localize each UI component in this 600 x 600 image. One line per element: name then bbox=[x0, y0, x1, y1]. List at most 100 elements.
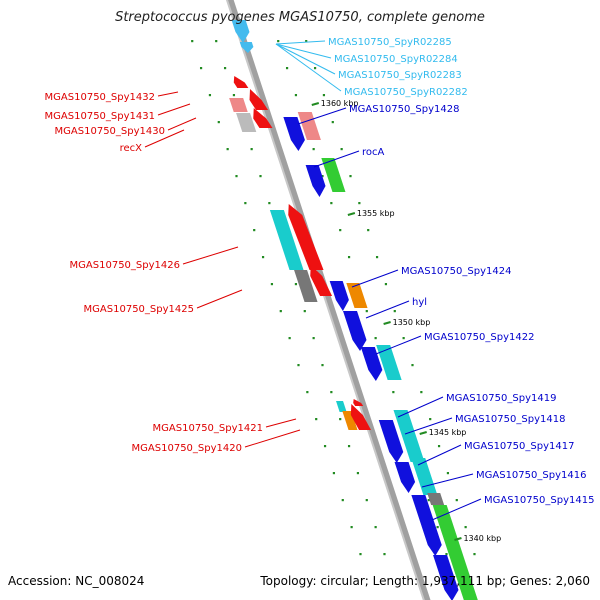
gene-spy1428 bbox=[283, 117, 305, 151]
label-rna-1: MGAS10750_SpyR02284 bbox=[334, 54, 458, 65]
label-reverse-3-leader bbox=[144, 129, 185, 148]
track-dots-right-outer bbox=[473, 553, 476, 556]
label-forward-0-leader bbox=[297, 107, 347, 125]
track-dots-right-outer bbox=[349, 175, 352, 178]
track-dots-right-inner bbox=[445, 553, 448, 556]
scale-tick bbox=[383, 321, 391, 325]
label-reverse-5-leader bbox=[196, 289, 243, 309]
label-forward-3: hyl bbox=[412, 297, 427, 308]
gene-spy1426 bbox=[269, 210, 304, 270]
track-dots-left-outer bbox=[253, 229, 256, 232]
track-dots-left-inner bbox=[374, 526, 377, 529]
gene-spy1425 bbox=[294, 270, 318, 302]
gene-spy1416 bbox=[411, 495, 442, 556]
label-rna-3: MGAS10750_SpyR02282 bbox=[344, 87, 468, 98]
track-dots-right-inner bbox=[294, 94, 298, 97]
track-dots-right-inner bbox=[330, 202, 333, 205]
track-dots-left-inner bbox=[259, 175, 262, 178]
label-reverse-3: recX bbox=[120, 143, 143, 154]
gene-spy1428-b bbox=[297, 112, 321, 140]
gene-spy1419 bbox=[378, 420, 404, 463]
track-dots-left-inner bbox=[312, 337, 315, 340]
track-dots-left-outer bbox=[306, 391, 309, 394]
track-dots-right-outer bbox=[384, 283, 388, 286]
label-forward-8: MGAS10750_Spy1416 bbox=[476, 470, 586, 481]
label-rna-2-leader bbox=[275, 43, 336, 75]
gene-spy1426-b bbox=[288, 204, 324, 270]
gene-spy1417-b bbox=[411, 458, 438, 495]
label-forward-6-leader bbox=[404, 417, 453, 435]
label-forward-1-leader bbox=[313, 150, 360, 168]
track-dots-left-outer bbox=[226, 148, 229, 151]
track-dots-right-inner bbox=[339, 229, 342, 232]
label-reverse-1-leader bbox=[157, 103, 191, 116]
gene-spy1418 bbox=[393, 410, 425, 462]
gene-recx-pair bbox=[253, 108, 273, 128]
label-reverse-2-leader bbox=[167, 117, 197, 131]
track-dots-left-outer bbox=[270, 283, 274, 286]
label-forward-9: MGAS10750_Spy1415 bbox=[484, 495, 594, 506]
track-dots-right-outer bbox=[305, 40, 308, 43]
label-forward-7-leader bbox=[417, 444, 462, 466]
label-forward-4: MGAS10750_Spy1422 bbox=[424, 332, 534, 343]
gene-spy1422-b bbox=[376, 345, 402, 380]
label-forward-9-leader bbox=[431, 498, 482, 521]
gene-recx bbox=[236, 113, 257, 132]
track-dots-left-outer bbox=[341, 499, 344, 502]
scale-label: 1350 kbp bbox=[393, 318, 431, 327]
label-forward-0: MGAS10750_Spy1428 bbox=[349, 104, 459, 115]
track-dots-right-inner bbox=[392, 391, 395, 394]
track-dots-left-inner bbox=[321, 364, 324, 367]
label-reverse-4: MGAS10750_Spy1426 bbox=[70, 260, 180, 271]
track-dots-left-outer bbox=[235, 175, 238, 178]
label-forward-4-leader bbox=[375, 335, 422, 355]
label-reverse-0: MGAS10750_Spy1432 bbox=[45, 92, 155, 103]
track-dots-left-inner bbox=[223, 67, 227, 70]
track-dots-right-outer bbox=[437, 445, 441, 448]
genome-backbone bbox=[226, 0, 431, 600]
track-dots-right-inner bbox=[347, 256, 351, 259]
track-dots-left-inner bbox=[356, 472, 360, 475]
gene-spy1424-b bbox=[346, 283, 368, 308]
label-reverse-7: MGAS10750_Spy1420 bbox=[132, 443, 242, 454]
label-forward-5: MGAS10750_Spy1419 bbox=[446, 393, 556, 404]
label-rna-2: MGAS10750_SpyR02283 bbox=[338, 70, 462, 81]
label-reverse-6-leader bbox=[265, 418, 297, 428]
label-rna-0-leader bbox=[275, 40, 326, 45]
label-forward-3-leader bbox=[365, 300, 410, 319]
label-forward-2: MGAS10750_Spy1424 bbox=[401, 266, 511, 277]
track-dots-left-outer bbox=[332, 472, 336, 475]
label-reverse-2: MGAS10750_Spy1430 bbox=[55, 126, 165, 137]
track-dots-left-inner bbox=[383, 553, 386, 556]
track-dots-right-outer bbox=[411, 364, 414, 367]
track-dots-right-inner bbox=[285, 67, 289, 70]
gene-spy1430 bbox=[229, 98, 248, 112]
track-dots-left-outer bbox=[191, 40, 194, 43]
track-dots-right-outer bbox=[393, 310, 396, 313]
track-dots-right-outer bbox=[446, 472, 450, 475]
gene-roca bbox=[305, 165, 326, 197]
track-dots-right-outer bbox=[402, 337, 405, 340]
gene-spy1425-b bbox=[310, 265, 333, 296]
track-dots-right-inner bbox=[436, 526, 439, 529]
scale-tick bbox=[419, 431, 427, 435]
track-dots-right-outer bbox=[358, 202, 361, 205]
track-dots-right-inner bbox=[277, 40, 280, 43]
track-dots-left-outer bbox=[288, 337, 291, 340]
label-reverse-6: MGAS10750_Spy1421 bbox=[153, 423, 263, 434]
genome-summary-text: Topology: circular; Length: 1,937,111 bp… bbox=[260, 574, 590, 588]
track-dots-left-inner bbox=[232, 94, 236, 97]
track-dots-right-inner bbox=[321, 175, 324, 178]
page-title: Streptococcus pyogenes MGAS10750, comple… bbox=[115, 10, 485, 25]
label-reverse-0-leader bbox=[157, 91, 179, 97]
track-dots-left-inner bbox=[365, 499, 368, 502]
label-forward-8-leader bbox=[421, 473, 474, 488]
label-reverse-1: MGAS10750_Spy1431 bbox=[45, 111, 155, 122]
scale-label: 1340 kbp bbox=[463, 534, 501, 543]
label-reverse-7-leader bbox=[244, 429, 301, 448]
track-dots-left-inner bbox=[330, 391, 333, 394]
gene-spy1420-c bbox=[353, 399, 364, 406]
gene-spy1421 bbox=[336, 401, 347, 412]
scale-label: 1355 kbp bbox=[357, 209, 395, 218]
